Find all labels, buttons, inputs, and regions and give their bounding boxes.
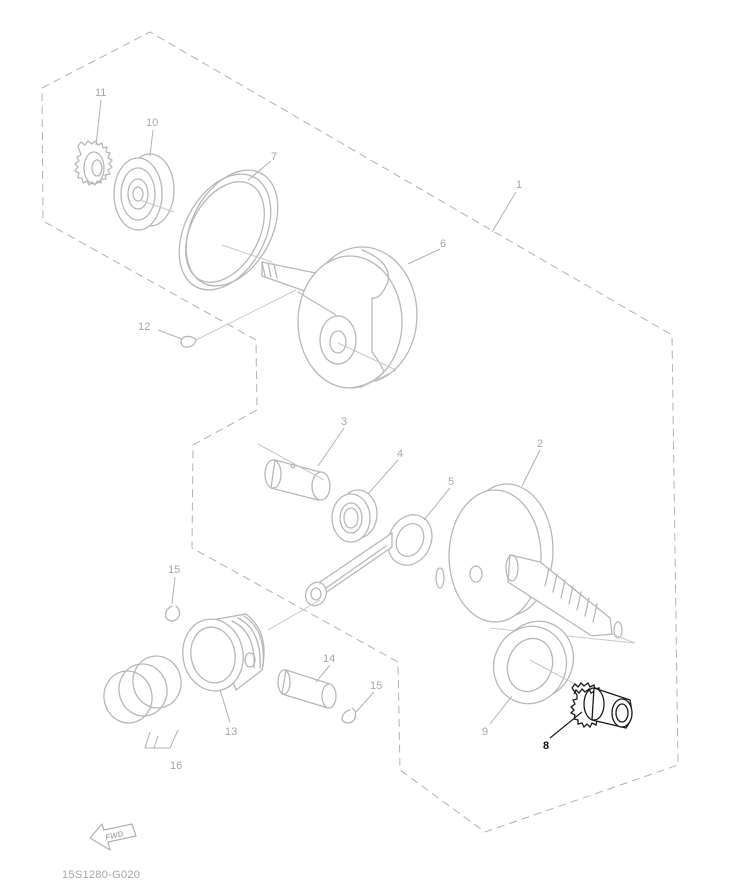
leader-9 bbox=[489, 695, 513, 725]
callout-5: 5 bbox=[448, 476, 454, 488]
leader-15b bbox=[355, 691, 375, 713]
leader-3 bbox=[317, 427, 345, 467]
forward-arrow-icon: FWD bbox=[89, 823, 137, 851]
part-9-oil-seal[interactable] bbox=[483, 611, 584, 714]
leader-7 bbox=[247, 160, 272, 181]
leader-8 bbox=[549, 711, 583, 739]
leader-14 bbox=[315, 664, 331, 683]
callout-1: 1 bbox=[516, 179, 522, 191]
part-3-crank-pin[interactable] bbox=[257, 443, 331, 501]
callout-11: 11 bbox=[95, 87, 106, 99]
callout-7: 7 bbox=[271, 151, 277, 163]
part-5-connecting-rod[interactable] bbox=[267, 508, 440, 631]
callout-6: 6 bbox=[440, 238, 446, 250]
leader-11 bbox=[95, 99, 102, 146]
callout-8: 8 bbox=[543, 740, 549, 752]
callout-15-upper: 15 bbox=[168, 564, 180, 576]
callout-4: 4 bbox=[397, 448, 403, 460]
part-13-piston[interactable] bbox=[177, 613, 265, 696]
leader-10 bbox=[149, 129, 154, 157]
callout-9: 9 bbox=[482, 726, 488, 738]
part-2-crank-half-output[interactable] bbox=[435, 483, 636, 644]
part-4-needle-bearing[interactable] bbox=[331, 489, 378, 543]
assembly-boundary bbox=[41, 31, 679, 833]
forward-label: FWD bbox=[105, 829, 125, 842]
part-11-gear[interactable] bbox=[74, 140, 113, 186]
leader-1 bbox=[491, 191, 517, 233]
part-10-bearing[interactable] bbox=[113, 153, 175, 231]
part-8-drive-gear[interactable] bbox=[569, 682, 633, 729]
leader-12 bbox=[157, 329, 183, 340]
leader-13 bbox=[219, 689, 231, 723]
part-14-piston-pin[interactable] bbox=[277, 669, 337, 709]
part-16-piston-rings[interactable] bbox=[100, 652, 185, 749]
leader-15a bbox=[171, 576, 176, 605]
leader-5 bbox=[423, 487, 451, 521]
callout-12: 12 bbox=[138, 321, 150, 333]
callout-13: 13 bbox=[225, 726, 237, 738]
leader-4 bbox=[367, 459, 399, 495]
callout-10: 10 bbox=[146, 117, 158, 129]
part-15-circlip-lower[interactable] bbox=[341, 707, 357, 724]
part-6-crank-half[interactable] bbox=[261, 246, 418, 389]
callout-16: 16 bbox=[170, 760, 182, 772]
callout-14: 14 bbox=[323, 653, 335, 665]
part-7-oil-seal[interactable] bbox=[161, 154, 297, 305]
part-12-key[interactable] bbox=[180, 289, 297, 348]
leader-6 bbox=[407, 248, 441, 265]
leader-2 bbox=[521, 449, 541, 487]
part-15-circlip-upper[interactable] bbox=[164, 605, 181, 622]
callout-2: 2 bbox=[537, 438, 543, 450]
callout-3: 3 bbox=[341, 416, 347, 428]
callout-15-lower: 15 bbox=[370, 680, 382, 692]
diagram-code: 15S1280-G020 bbox=[62, 869, 140, 881]
